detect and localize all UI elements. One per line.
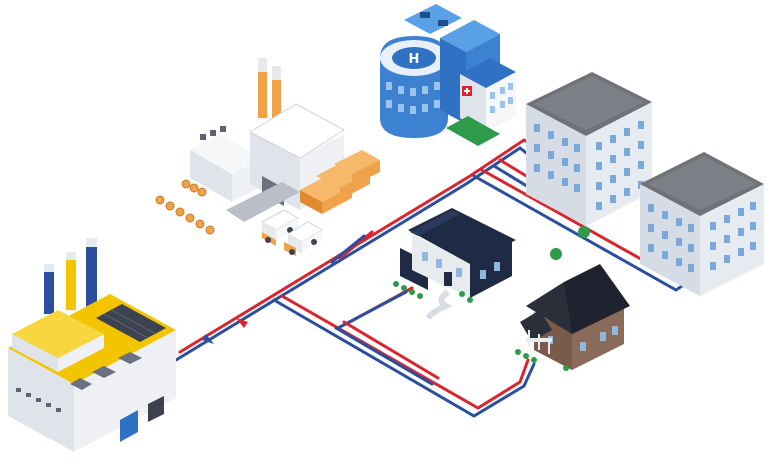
house-icon: [515, 248, 630, 371]
supply-pipe-factory: [338, 230, 374, 260]
hospital-icon: H: [380, 4, 516, 146]
house-icon: [393, 208, 516, 320]
apartment-icon: [526, 72, 652, 238]
supply-pipe-house-2: [342, 320, 440, 380]
power-plant-icon: [8, 238, 176, 452]
flow-arrow-return: [202, 334, 214, 344]
return-pipe-house-1: [336, 290, 408, 330]
return-pipe-factory: [330, 234, 366, 264]
truck-icon: [260, 209, 300, 246]
helipad-letter: H: [409, 52, 420, 67]
return-pipe-house-2: [334, 326, 434, 386]
factory-icon: [155, 58, 380, 235]
truck-icon: [284, 221, 323, 256]
apartment-icon: [640, 152, 764, 296]
supply-pipe-lower: [280, 294, 530, 410]
flow-arrow-supply: [236, 318, 248, 328]
return-pipe-lower: [272, 298, 536, 418]
